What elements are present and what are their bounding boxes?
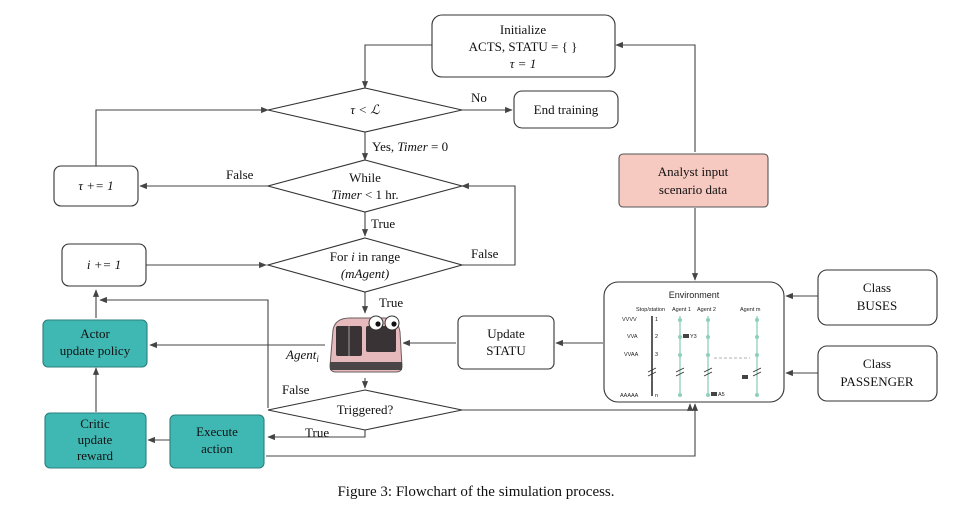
update-statu-line2: STATU — [486, 343, 526, 358]
env-col-stop: Stop/station — [636, 307, 665, 313]
environment-box: Environment Stop/station Agent 1 Agent 2… — [603, 281, 785, 403]
edge-trig-true — [267, 428, 366, 441]
env-stopn: n — [655, 393, 658, 399]
class-buses-line2: BUSES — [857, 298, 897, 313]
env-bus-icon-1 — [683, 334, 689, 338]
env-stop3: 3 — [655, 352, 658, 358]
label-false-for: False — [471, 246, 499, 261]
tau-check-label: τ < ℒ — [350, 102, 380, 117]
for-line1: For i in range — [330, 249, 401, 264]
while-line1: While — [349, 170, 381, 185]
analyst-input-box: Analyst input scenario data — [618, 153, 769, 208]
while-diamond: While Timer < 1 hr. — [265, 159, 465, 213]
for-line2: (mAgent) — [341, 266, 389, 281]
analyst-line2: scenario data — [659, 182, 727, 197]
while-line2-rest: < 1 hr. — [362, 187, 399, 202]
env-break-marks — [647, 367, 762, 377]
env-stop2: 2 — [655, 334, 658, 340]
edge-exec-to-env — [266, 403, 699, 457]
triggered-diamond: Triggered? — [267, 389, 463, 431]
analyst-line1: Analyst input — [658, 164, 729, 179]
label-yes: Yes, Timer = 0 — [372, 139, 448, 154]
caption-label: Figure 3: — [337, 484, 392, 500]
env-tag2: A5 — [718, 392, 725, 398]
label-true-trig: True — [305, 425, 329, 440]
triggered-label: Triggered? — [337, 402, 394, 417]
label-yes-a: Yes, — [372, 139, 397, 154]
agent-label-sub: i — [316, 354, 319, 364]
tau-increment-label: τ += 1 — [78, 178, 113, 193]
class-passenger-line1: Class — [863, 356, 891, 371]
for-line1-b: in range — [355, 249, 401, 264]
class-buses-box: Class BUSES — [817, 269, 938, 326]
execute-line1: Execute — [196, 424, 238, 439]
env-bus-icon-2 — [711, 392, 717, 396]
tau-check-diamond: τ < ℒ — [267, 87, 463, 133]
edge-labels: No Yes, Timer = 0 False True False True … — [226, 90, 499, 440]
agent-bus-illustration — [327, 315, 403, 376]
env-stop1: 1 — [655, 317, 658, 323]
for-diamond: For i in range (mAgent) — [265, 237, 465, 293]
env-row3: VVAA — [624, 352, 639, 358]
label-true-for: True — [379, 295, 403, 310]
class-passenger-box: Class PASSENGER — [817, 345, 938, 402]
initialize-line2: ACTS, STATU = { } — [469, 39, 578, 54]
critic-line2: update — [78, 432, 113, 447]
environment-title: Environment — [669, 290, 720, 300]
label-true-while: True — [371, 216, 395, 231]
while-line2: Timer < 1 hr. — [331, 187, 398, 202]
end-training-label: End training — [534, 102, 599, 117]
edge-trig-to-env — [462, 403, 694, 411]
label-no: No — [471, 90, 487, 105]
i-increment-label: i += 1 — [87, 257, 121, 272]
env-row4: AAAAA — [620, 393, 639, 399]
env-row1: VVVV — [622, 317, 637, 323]
edge-trig-false — [99, 296, 269, 408]
env-row2: VVA — [627, 334, 638, 340]
critic-line3: reward — [77, 448, 114, 463]
critic-line1: Critic — [80, 416, 110, 431]
while-line2-timer: Timer — [331, 187, 362, 202]
tau-increment-box: τ += 1 — [53, 165, 139, 207]
update-statu-box: Update STATU — [457, 315, 555, 370]
edge-init-to-tau — [361, 44, 432, 89]
critic-box: Critic update reward — [44, 412, 147, 469]
i-increment-box: i += 1 — [61, 243, 147, 287]
figure-caption: Figure 3: Flowchart of the simulation pr… — [337, 484, 614, 500]
end-training-box: End training — [513, 90, 619, 129]
initialize-line3: τ = 1 — [510, 56, 536, 71]
actor-line2: update policy — [60, 343, 131, 358]
class-passenger-line2: PASSENGER — [840, 374, 914, 389]
edge-tauinc-loop — [95, 106, 269, 166]
class-buses-line1: Class — [863, 280, 891, 295]
agent-label: Agenti — [285, 347, 319, 364]
env-tag1: Y3 — [690, 334, 697, 340]
agent-label-main: Agent — [285, 347, 317, 362]
env-col-agent2: Agent 2 — [697, 307, 716, 313]
for-line1-i: i — [351, 249, 355, 264]
env-col-agentn: Agent m — [740, 307, 761, 313]
label-false-trig: False — [282, 382, 310, 397]
env-dots — [678, 318, 759, 397]
label-yes-b: = 0 — [428, 139, 448, 154]
initialize-box: Initialize ACTS, STATU = { } τ = 1 — [431, 14, 616, 78]
initialize-line1: Initialize — [500, 22, 546, 37]
caption-text: Flowchart of the simulation process. — [396, 484, 615, 500]
execute-line2: action — [201, 441, 233, 456]
for-line1-a: For — [330, 249, 351, 264]
execute-action-box: Execute action — [169, 414, 265, 469]
update-statu-line1: Update — [487, 326, 525, 341]
edge-for-false — [461, 182, 516, 266]
label-false-while: False — [226, 167, 254, 182]
connectors — [92, 41, 818, 457]
actor-line1: Actor — [80, 326, 110, 341]
edge-analyst-to-init — [615, 41, 696, 152]
label-yes-timer: Timer — [397, 139, 428, 154]
env-bus-icon-3 — [742, 375, 748, 379]
actor-box: Actor update policy — [42, 319, 148, 368]
env-col-agent1: Agent 1 — [672, 307, 691, 313]
